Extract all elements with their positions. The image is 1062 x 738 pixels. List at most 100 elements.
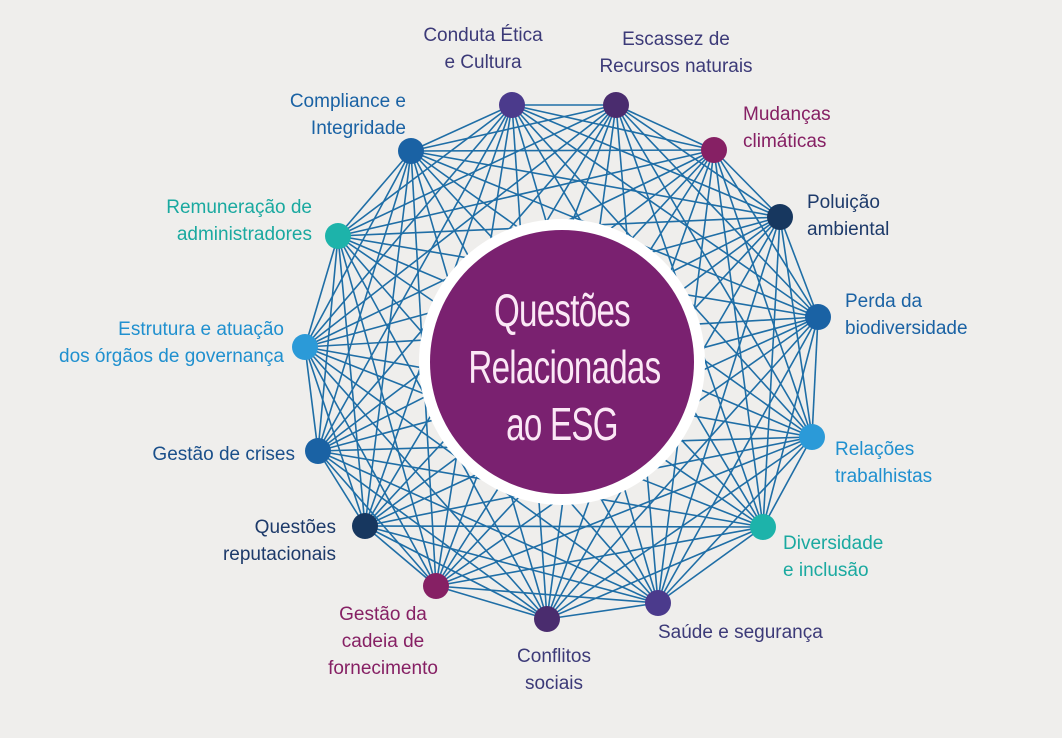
label-line: Estrutura e atuação <box>118 319 284 340</box>
edge <box>364 525 659 604</box>
edge <box>410 104 513 152</box>
edge <box>546 436 813 620</box>
edge <box>615 104 715 151</box>
edge <box>762 436 813 528</box>
edge <box>713 149 819 318</box>
edge <box>304 150 412 348</box>
edge <box>511 104 819 318</box>
label-questoes-reputacionais: Questões reputacionais <box>223 514 336 568</box>
edge <box>546 602 659 620</box>
edge <box>546 316 819 620</box>
edge <box>317 150 412 452</box>
node-gestao-cadeia <box>423 573 449 599</box>
node-conflitos-sociais <box>534 606 560 632</box>
edge <box>337 104 617 237</box>
label-line: Diversidade <box>783 533 884 554</box>
label-line: climáticas <box>743 131 827 152</box>
label-line: Perda da <box>845 291 923 312</box>
edge <box>337 149 715 237</box>
edge <box>337 235 437 587</box>
edge <box>657 526 764 604</box>
label-line: Gestão da <box>339 604 427 625</box>
center-title-line-2: Relacionadas <box>468 341 661 393</box>
edge <box>811 316 819 438</box>
label-compliance-integridade: Compliance e Integridade <box>290 88 406 142</box>
label-poluicao-ambiental: Poluição ambiental <box>807 189 889 243</box>
node-remuneracao-administradores <box>325 223 351 249</box>
label-line: Relações <box>835 439 915 460</box>
label-line: Questões <box>254 517 336 538</box>
edge <box>435 526 764 587</box>
edge <box>546 526 764 620</box>
center-title: Questões Relacionadas ao ESG <box>468 282 661 453</box>
edge <box>713 149 781 218</box>
label-line: e inclusão <box>783 560 869 581</box>
edge <box>304 104 513 348</box>
label-diversidade-inclusao: Diversidade e inclusão <box>783 530 883 584</box>
label-line: administradores <box>176 224 312 245</box>
label-line: fornecimento <box>328 658 438 679</box>
edge <box>304 346 319 452</box>
label-estrutura-governanca: Estrutura e atuação dos órgãos de governa… <box>59 316 284 370</box>
center-title-line-3: ao ESG <box>506 398 618 450</box>
edge <box>657 436 813 604</box>
edge <box>435 585 548 620</box>
edge <box>615 104 819 318</box>
label-line: cadeia de <box>341 631 425 652</box>
label-line: Integridade <box>310 118 406 139</box>
node-conduta-etica <box>499 92 525 118</box>
label-line: Conduta Ética <box>423 25 543 46</box>
edge <box>713 149 813 438</box>
edge <box>762 216 781 528</box>
edge <box>364 525 764 528</box>
edge <box>410 149 715 152</box>
label-line: Remuneração de <box>166 197 312 218</box>
label-line: Poluição <box>807 192 880 213</box>
edge <box>511 104 781 218</box>
node-perda-biodiversidade <box>805 304 831 330</box>
node-relacoes-trabalhistas <box>799 424 825 450</box>
center-title-line-1: Questões <box>493 284 631 336</box>
edge <box>304 104 617 348</box>
edge <box>317 450 366 527</box>
label-line: Compliance e <box>289 91 406 112</box>
label-line: sociais <box>524 673 584 694</box>
node-escassez-recursos <box>603 92 629 118</box>
node-questoes-reputacionais <box>352 513 378 539</box>
label-remuneracao-administradores: Remuneração de administradores <box>166 194 312 248</box>
edge <box>657 216 781 604</box>
label-gestao-cadeia: Gestão da cadeia de fornecimento <box>233 601 533 682</box>
label-escassez-recursos: Escassez de Recursos naturais <box>526 26 826 80</box>
edge <box>304 346 366 527</box>
label-line: Gestão de crises <box>152 444 295 465</box>
edge <box>364 525 437 587</box>
edge <box>410 150 781 218</box>
label-line: reputacionais <box>222 544 336 565</box>
edge <box>317 450 437 587</box>
label-line: Recursos naturais <box>599 56 753 77</box>
label-line: ambiental <box>807 219 890 240</box>
edge <box>410 104 617 152</box>
label-line: Saúde e segurança <box>658 622 823 643</box>
edge <box>657 316 819 604</box>
label-gestao-crises: Gestão de crises <box>152 441 295 468</box>
edge <box>615 104 813 438</box>
edge <box>364 150 412 527</box>
node-saude-seguranca <box>645 590 671 616</box>
label-line: dos órgãos de governança <box>59 346 284 367</box>
node-gestao-crises <box>305 438 331 464</box>
label-line: Escassez de <box>622 29 730 50</box>
edge <box>304 346 548 620</box>
edge <box>317 450 659 604</box>
edge <box>337 104 513 237</box>
node-compliance-integridade <box>398 138 424 164</box>
center-circle <box>430 230 694 494</box>
edge <box>435 585 659 604</box>
node-poluicao-ambiental <box>767 204 793 230</box>
